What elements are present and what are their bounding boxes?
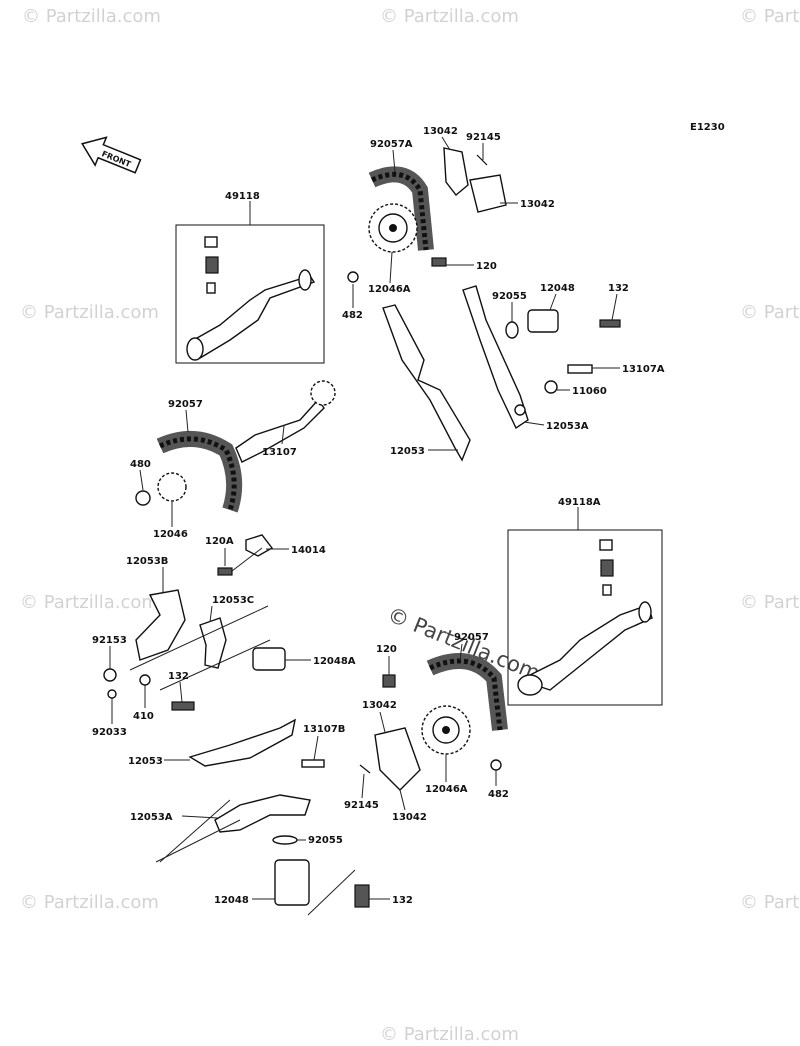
- bracket-14014: [217, 534, 274, 576]
- part-label: 92057A: [370, 139, 413, 150]
- part-label: 482: [342, 310, 363, 321]
- part-label: 120A: [205, 536, 234, 547]
- bottom-chain-guides: [155, 718, 370, 916]
- part-label: 12048: [540, 283, 575, 294]
- watermark: © Partzilla.com: [740, 6, 800, 27]
- watermark: © Partzilla.com: [20, 302, 159, 323]
- part-label: 12053B: [126, 556, 168, 567]
- part-label: 132: [608, 283, 629, 294]
- watermark: © Partzilla.com: [20, 592, 159, 613]
- part-label: 482: [488, 789, 509, 800]
- camshaft-assembly-49118A: [507, 507, 663, 706]
- part-label: 13042: [520, 199, 555, 210]
- part-label: 12053A: [130, 812, 173, 823]
- front-arrow-icon: FRONT: [81, 136, 142, 174]
- lower-left-guides: [103, 589, 286, 711]
- part-label: 92057: [454, 632, 489, 643]
- watermark: © Partzilla.com: [20, 892, 159, 913]
- watermark: © Partzilla.com: [740, 302, 800, 323]
- watermark: © Partzilla.com: [740, 592, 800, 613]
- part-label: 92057: [168, 399, 203, 410]
- crank-sprocket-group: [135, 380, 336, 513]
- part-label: 92055: [308, 835, 343, 846]
- part-label: 410: [133, 711, 154, 722]
- part-label: 13107: [262, 447, 297, 458]
- part-label: 12048A: [313, 656, 356, 667]
- bottom-cam-sprocket: [359, 653, 508, 791]
- part-label: 13042: [362, 700, 397, 711]
- part-label: 13107A: [622, 364, 665, 375]
- part-label: 13042: [392, 812, 427, 823]
- part-label: 12046: [153, 529, 188, 540]
- part-label: 12046A: [368, 284, 411, 295]
- part-label: 92055: [492, 291, 527, 302]
- part-label: 12048: [214, 895, 249, 906]
- part-label: 14014: [291, 545, 326, 556]
- part-label: 120: [476, 261, 497, 272]
- diagram-code: E1230: [690, 122, 725, 133]
- part-label: 12053C: [212, 595, 254, 606]
- center-watermark: © Partzilla.com: [384, 602, 543, 685]
- watermark: © Partzilla.com: [740, 892, 800, 913]
- part-label: 13042: [423, 126, 458, 137]
- watermark: © Partzilla.com: [380, 6, 519, 27]
- part-label: 92145: [466, 132, 501, 143]
- top-cam-sprocket: [347, 147, 507, 283]
- part-label: 92033: [92, 727, 127, 738]
- part-labels: 49118 92057A 13042 92145 13042 120 12046…: [92, 126, 665, 906]
- part-label: 49118: [225, 191, 260, 202]
- part-label: 120: [376, 644, 397, 655]
- part-label: 132: [392, 895, 413, 906]
- watermark: © Partzilla.com: [22, 6, 161, 27]
- part-label: 12046A: [425, 784, 468, 795]
- part-label: 132: [168, 671, 189, 682]
- camshaft-assembly-49118: [175, 201, 325, 364]
- part-label: 12053: [128, 756, 163, 767]
- watermark: © Partzilla.com: [380, 1024, 519, 1045]
- part-label: 12053A: [546, 421, 589, 432]
- part-label: 11060: [572, 386, 607, 397]
- part-label: 92145: [344, 800, 379, 811]
- part-label: 13107B: [303, 724, 345, 735]
- part-label: 92153: [92, 635, 127, 646]
- part-label: 480: [130, 459, 151, 470]
- top-chain-guides: [382, 285, 621, 462]
- part-label: 49118A: [558, 497, 601, 508]
- part-label: 12053: [390, 446, 425, 457]
